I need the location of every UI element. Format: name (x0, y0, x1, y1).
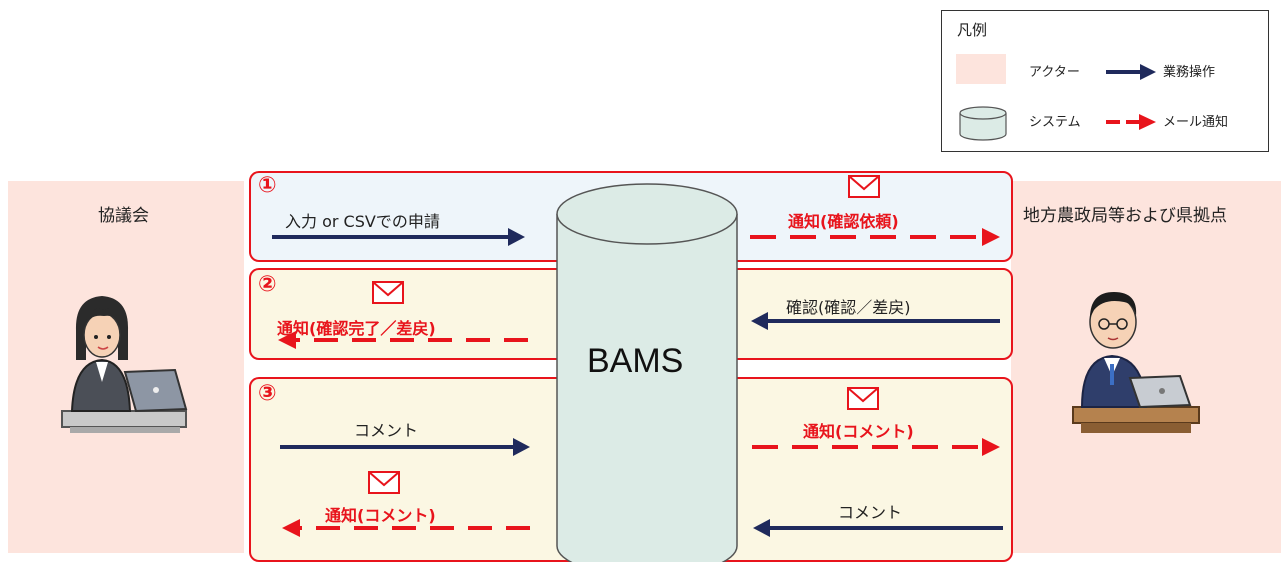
right-actor-label: 地方農政局等および県拠点 (1023, 206, 1227, 226)
woman-at-laptop-icon (61, 296, 188, 433)
bams-label: BAMS (587, 342, 684, 380)
step-3-comment-from-right-label: コメント (838, 503, 903, 522)
step-3-number: ③ (258, 381, 277, 406)
legend: 凡例 アクター システム 業務操作 メール通知 (941, 10, 1269, 152)
envelope-icon (847, 387, 879, 410)
step-2-number: ② (258, 272, 277, 297)
envelope-icon (368, 471, 400, 494)
step-3-mail-arrow-right (752, 438, 1000, 456)
step-3-notification-right-label: 通知(コメント) (803, 422, 914, 441)
legend-title: 凡例 (957, 21, 988, 39)
right-actor-panel (1011, 181, 1281, 553)
step-2-notification-label: 通知(確認完了／差戻) (277, 319, 436, 338)
step-1-operation-arrow (272, 228, 525, 246)
step-3-notification-left-label: 通知(コメント) (325, 506, 436, 525)
legend-operation-arrow-icon (1106, 64, 1156, 80)
step-1-mail-arrow (750, 228, 1000, 246)
step-3-comment-arrow-right (280, 438, 530, 456)
man-at-laptop-icon (1072, 292, 1200, 433)
step-3-mail-arrow-left (282, 519, 530, 537)
legend-actor-label: アクター (1029, 65, 1080, 80)
legend-actor-swatch (956, 54, 1006, 84)
step-1-number: ① (258, 173, 277, 198)
step-1-operation-label: 入力 or CSVでの申請 (285, 212, 440, 231)
step-2-operation-label: 確認(確認／差戻) (786, 298, 911, 317)
step-3-comment-arrow-left (753, 519, 1003, 537)
step-2-operation-arrow (751, 312, 1000, 330)
legend-mail-arrow-icon (1106, 114, 1156, 130)
step-1-notification-label: 通知(確認依頼) (788, 212, 899, 231)
step-2-mail-arrow (278, 331, 528, 349)
left-actor-label: 協議会 (98, 206, 149, 226)
legend-symbols (959, 64, 1156, 141)
legend-operation-label: 業務操作 (1163, 65, 1216, 80)
envelope-icon (848, 175, 880, 198)
legend-mail-label: メール通知 (1163, 115, 1229, 130)
legend-system-cylinder-icon (959, 106, 1007, 141)
left-actor-panel (8, 181, 244, 553)
step-3-comment-label: コメント (354, 421, 419, 440)
envelope-icon (372, 281, 404, 304)
legend-system-label: システム (1029, 115, 1081, 130)
